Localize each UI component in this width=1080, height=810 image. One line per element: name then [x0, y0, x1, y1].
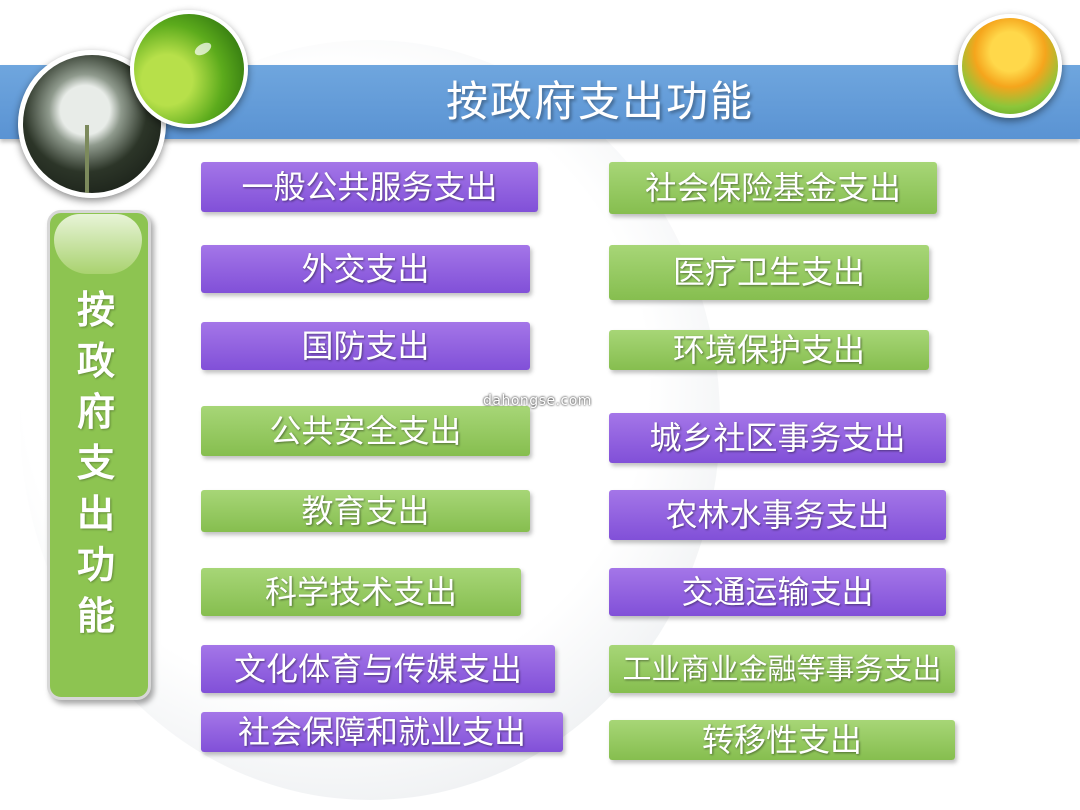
item-education: 教育支出 — [201, 490, 530, 532]
item-social-insurance-fund: 社会保险基金支出 — [609, 162, 937, 214]
side-panel-label: 按政府支出功能 — [76, 288, 115, 638]
item-national-defense: 国防支出 — [201, 322, 530, 370]
item-general-public-services: 一般公共服务支出 — [201, 162, 538, 212]
item-medical-health: 医疗卫生支出 — [609, 245, 929, 300]
side-panel — [47, 210, 151, 700]
item-culture-sports-media: 文化体育与传媒支出 — [201, 645, 555, 693]
item-transportation: 交通运输支出 — [609, 568, 946, 616]
slide-title: 按政府支出功能 — [445, 77, 754, 126]
item-environmental-protection: 环境保护支出 — [609, 330, 929, 370]
item-agriculture-forestry-water: 农林水事务支出 — [609, 490, 946, 540]
item-industry-commerce-finance: 工业商业金融等事务支出 — [609, 645, 955, 693]
watermark: dahongse.com — [483, 393, 592, 409]
item-science-technology: 科学技术支出 — [201, 568, 521, 616]
item-public-security: 公共安全支出 — [201, 406, 530, 456]
item-transfer-expenditure: 转移性支出 — [609, 720, 955, 760]
side-panel-gloss — [54, 214, 142, 274]
item-foreign-affairs: 外交支出 — [201, 245, 530, 293]
leaf-photo — [130, 10, 248, 128]
item-urban-rural-community: 城乡社区事务支出 — [609, 413, 946, 463]
tulip-photo — [958, 14, 1062, 118]
item-social-security-employment: 社会保障和就业支出 — [201, 712, 563, 752]
